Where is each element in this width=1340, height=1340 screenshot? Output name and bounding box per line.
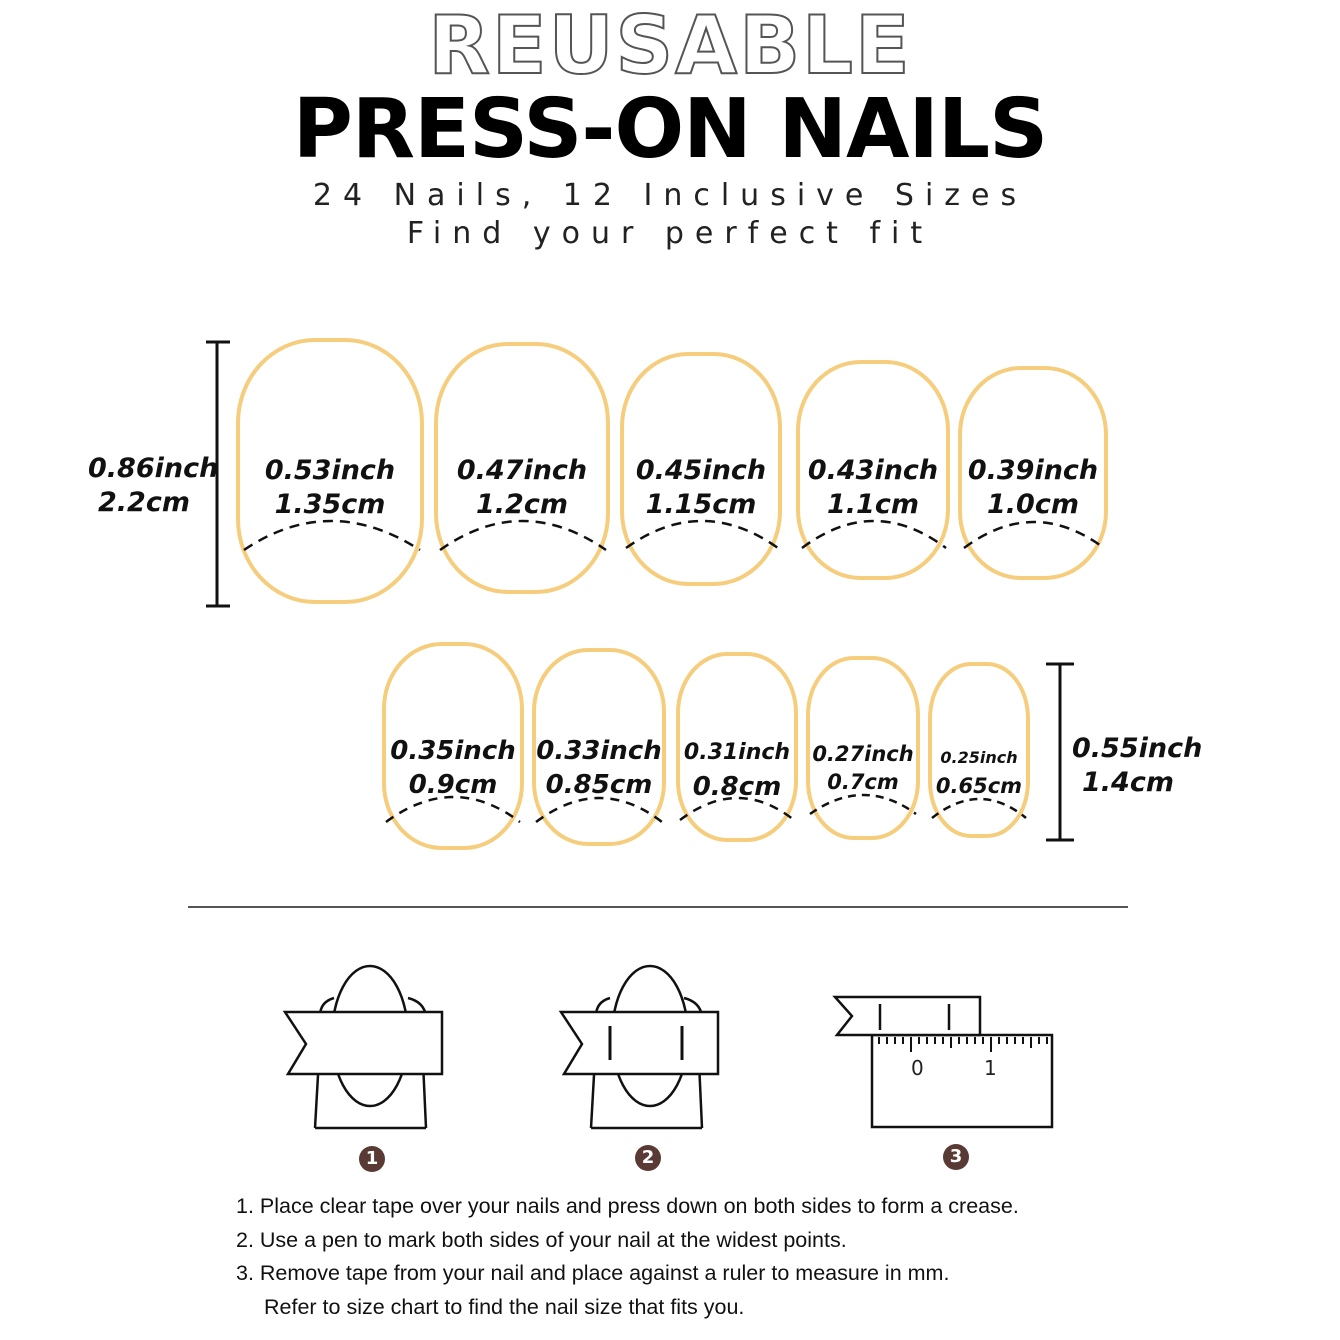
measurement-instructions: 1. Place clear tape over your nails and …	[236, 1190, 1019, 1324]
nail-size-5: 0.39inch 1.0cm	[958, 366, 1108, 580]
nail-width-cm: 0.65cm	[935, 774, 1023, 798]
ruler-label-1: 1	[984, 1056, 997, 1080]
step-badge-1: 1	[359, 1146, 385, 1172]
height-inch-large: 0.86inch	[88, 453, 219, 484]
height-dimension-bar-small	[1046, 662, 1074, 842]
nail-size-9: 0.27inch 0.7cm	[806, 656, 920, 840]
nail-width-cm: 1.2cm	[476, 489, 568, 520]
section-divider	[188, 906, 1128, 908]
subtitle-sizes: 24 Nails, 12 Inclusive Sizes	[312, 178, 1028, 213]
step-badge-2: 2	[635, 1145, 661, 1171]
instruction-1: 1. Place clear tape over your nails and …	[236, 1194, 1019, 1218]
instruction-3-continued: Refer to size chart to find the nail siz…	[264, 1294, 745, 1319]
nail-size-4: 0.43inch 1.1cm	[796, 360, 950, 580]
nail-width-cm: 1.1cm	[827, 489, 919, 520]
nail-width-cm: 1.15cm	[645, 489, 757, 520]
nail-width-inch: 0.27inch	[812, 742, 914, 766]
nail-width-cm: 0.7cm	[827, 770, 899, 794]
nail-width-inch: 0.39inch	[967, 455, 1099, 486]
instruction-2: 2. Use a pen to mark both sides of your …	[236, 1227, 847, 1252]
nail-width-cm: 0.8cm	[692, 772, 782, 802]
nail-width-inch: 0.47inch	[456, 455, 588, 486]
nail-width-inch: 0.25inch	[940, 748, 1018, 767]
nail-width-inch: 0.43inch	[807, 455, 939, 486]
nail-width-cm: 1.0cm	[987, 489, 1079, 520]
nail-size-2: 0.47inch 1.2cm	[434, 342, 610, 594]
step1-tape-on-nail-illustration	[282, 964, 444, 1130]
height-label-large: 0.86inch 2.2cm	[88, 452, 218, 520]
ruler-label-0: 0	[911, 1056, 924, 1080]
height-inch-small: 0.55inch	[1072, 733, 1203, 764]
height-label-small: 0.55inch 1.4cm	[1072, 732, 1202, 800]
instruction-3: 3. Remove tape from your nail and place …	[236, 1261, 950, 1285]
nail-size-1: 0.53inch 1.35cm	[236, 338, 424, 604]
nail-width-inch: 0.53inch	[264, 455, 396, 486]
height-cm-large: 2.2cm	[98, 487, 190, 518]
nail-width-inch: 0.45inch	[635, 455, 767, 486]
nail-size-6: 0.35inch 0.9cm	[382, 642, 524, 850]
subtitle-fit: Find your perfect fit	[406, 216, 934, 251]
step-badge-3: 3	[943, 1144, 969, 1170]
nail-size-3: 0.45inch 1.15cm	[620, 352, 782, 586]
nail-size-7: 0.33inch 0.85cm	[532, 648, 666, 846]
nail-width-cm: 0.85cm	[545, 770, 653, 800]
nail-size-8: 0.31inch 0.8cm	[676, 652, 798, 842]
nail-width-cm: 1.35cm	[274, 489, 386, 520]
title-reusable: REUSABLE	[427, 0, 912, 93]
nail-width-cm: 0.9cm	[408, 770, 498, 800]
step3-ruler-measure-illustration	[832, 995, 1054, 1129]
height-dimension-bar-large	[206, 340, 230, 608]
nail-width-inch: 0.33inch	[536, 736, 662, 766]
title-press-on-nails: PRESS-ON NAILS	[292, 82, 1049, 177]
nail-width-inch: 0.35inch	[390, 736, 516, 766]
nail-width-inch: 0.31inch	[683, 740, 791, 765]
step2-mark-tape-illustration	[558, 964, 720, 1130]
height-cm-small: 1.4cm	[1082, 767, 1174, 798]
nail-size-10: 0.25inch 0.65cm	[928, 662, 1030, 838]
